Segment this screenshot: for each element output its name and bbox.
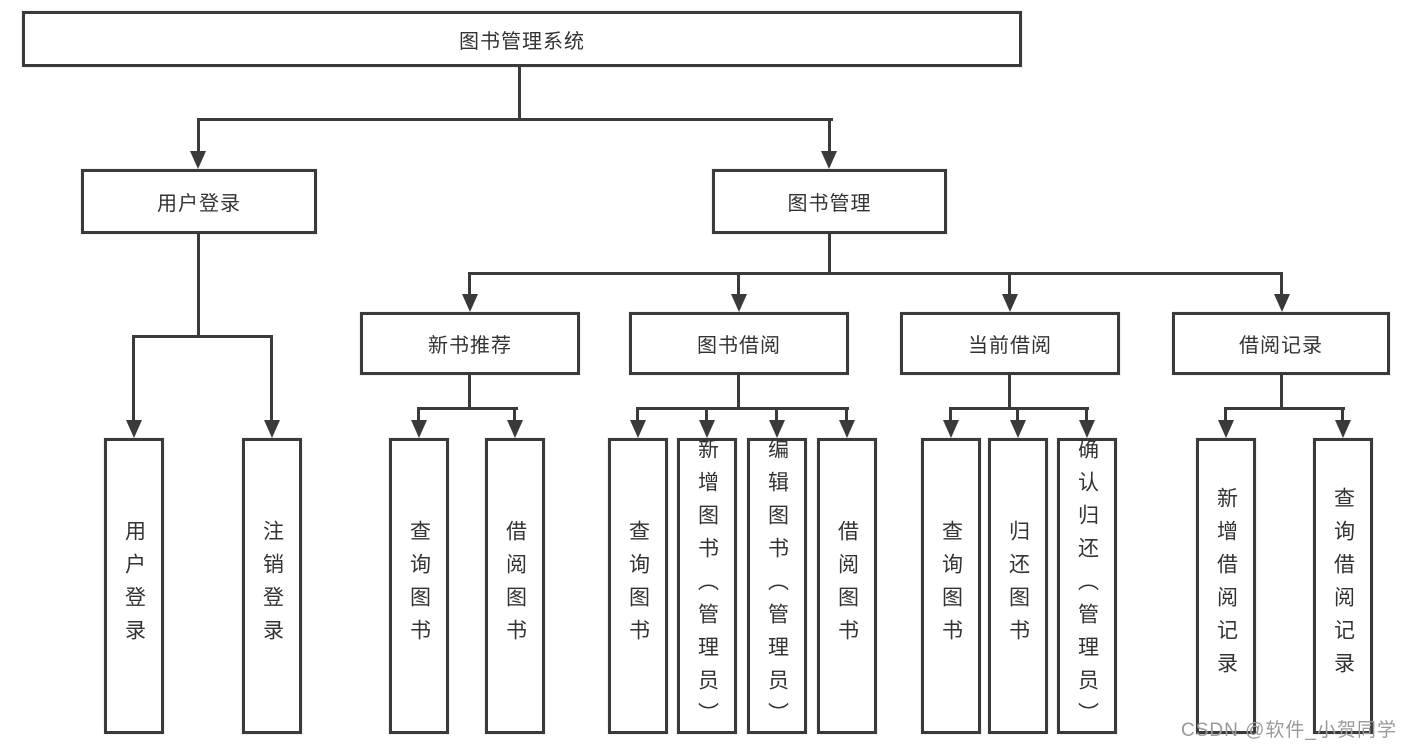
node-label: 借阅图书 (835, 520, 859, 652)
arrow-down-icon (126, 420, 142, 438)
arrow-down-icon (769, 420, 785, 438)
connector-line (828, 234, 831, 275)
leaf-query-books: 查询图书 (608, 438, 668, 734)
arrow-down-icon (699, 420, 715, 438)
node-label: 当前借阅 (968, 335, 1052, 357)
node-label: 图书管理系统 (459, 30, 585, 53)
node-label: 归还图书 (1006, 520, 1030, 652)
connector-line (1008, 375, 1011, 410)
connector-line (949, 407, 952, 422)
arrow-down-icon (821, 151, 837, 169)
node-book-management: 图书管理 (712, 169, 947, 234)
leaf-borrow-books: 借阅图书 (817, 438, 877, 734)
leaf-logout: 注销登录 (242, 438, 302, 734)
connector-line (468, 272, 1283, 275)
arrow-down-icon (1010, 420, 1026, 438)
arrow-down-icon (839, 420, 855, 438)
leaf-query-borrow-record: 查询借阅记录 (1313, 438, 1373, 734)
leaf-borrow-books: 借阅图书 (485, 438, 545, 734)
connector-line (705, 407, 708, 422)
arrow-down-icon (731, 294, 747, 312)
connector-line (417, 407, 420, 422)
arrow-down-icon (507, 420, 523, 438)
connector-line (518, 67, 521, 121)
connector-line (197, 118, 200, 153)
connector-line (513, 407, 516, 422)
node-label: 查询图书 (939, 520, 963, 652)
node-label: 查询图书 (626, 520, 650, 652)
connector-line (636, 407, 639, 422)
leaf-return-books: 归还图书 (988, 438, 1048, 734)
connector-line (1280, 375, 1283, 410)
node-book-borrowing: 图书借阅 (629, 312, 849, 375)
connector-line (1008, 272, 1011, 296)
arrow-down-icon (1218, 420, 1234, 438)
connector-line (270, 335, 273, 421)
node-borrowing-records: 借阅记录 (1172, 312, 1390, 375)
leaf-confirm-return-admin: 确认归还（管理员） (1057, 437, 1117, 735)
connector-line (1341, 407, 1344, 422)
arrow-down-icon (1335, 420, 1351, 438)
connector-line (1224, 407, 1345, 410)
connector-line (845, 407, 848, 422)
connector-line (775, 407, 778, 422)
node-label: 编辑图书（管理员） (765, 437, 789, 735)
leaf-add-borrow-record: 新增借阅记录 (1196, 438, 1256, 734)
arrow-down-icon (411, 420, 427, 438)
connector-line (1224, 407, 1227, 422)
node-label: 图书管理 (787, 193, 872, 215)
node-label: 确认归还（管理员） (1075, 437, 1099, 735)
node-user-login: 用户登录 (81, 169, 317, 234)
arrow-down-icon (264, 420, 280, 438)
node-library-management-system: 图书管理系统 (22, 11, 1022, 67)
connector-line (737, 375, 740, 410)
node-label: 查询借阅记录 (1331, 487, 1355, 685)
arrow-down-icon (630, 420, 646, 438)
arrow-down-icon (1274, 294, 1290, 312)
connector-line (197, 118, 833, 121)
leaf-add-books-admin: 新增图书（管理员） (677, 437, 737, 735)
node-new-book-recommendation: 新书推荐 (360, 312, 580, 375)
connector-line (1085, 407, 1088, 422)
connector-line (417, 407, 518, 410)
node-label: 新增图书（管理员） (695, 437, 719, 735)
node-label: 新书推荐 (428, 335, 512, 357)
node-label: 借阅记录 (1239, 335, 1323, 357)
connector-line (737, 272, 740, 296)
node-label: 用户登录 (122, 520, 146, 652)
node-label: 图书借阅 (697, 335, 781, 357)
leaf-query-books: 查询图书 (921, 438, 981, 734)
node-current-borrowing: 当前借阅 (900, 312, 1120, 375)
arrow-down-icon (943, 420, 959, 438)
watermark: CSDN @软件_小贺同学 (1181, 720, 1397, 741)
arrow-down-icon (462, 294, 478, 312)
arrow-down-icon (1002, 294, 1018, 312)
node-label: 注销登录 (260, 520, 284, 652)
connector-line (636, 407, 849, 410)
connector-line (949, 407, 1089, 410)
leaf-query-books: 查询图书 (389, 438, 449, 734)
arrow-down-icon (1079, 420, 1095, 438)
connector-line (197, 234, 200, 338)
connector-line (132, 335, 135, 421)
arrow-down-icon (190, 151, 206, 169)
node-label: 借阅图书 (503, 520, 527, 652)
connector-line (1280, 272, 1283, 296)
connector-line (132, 335, 273, 338)
node-label: 新增借阅记录 (1214, 487, 1238, 685)
leaf-user-login: 用户登录 (104, 438, 164, 734)
node-label: 用户登录 (157, 193, 241, 215)
node-label: 查询图书 (407, 520, 431, 652)
connector-line (468, 375, 471, 410)
connector-line (1016, 407, 1019, 422)
connector-line (468, 272, 471, 296)
connector-line (828, 118, 831, 153)
leaf-edit-books-admin: 编辑图书（管理员） (747, 437, 807, 735)
